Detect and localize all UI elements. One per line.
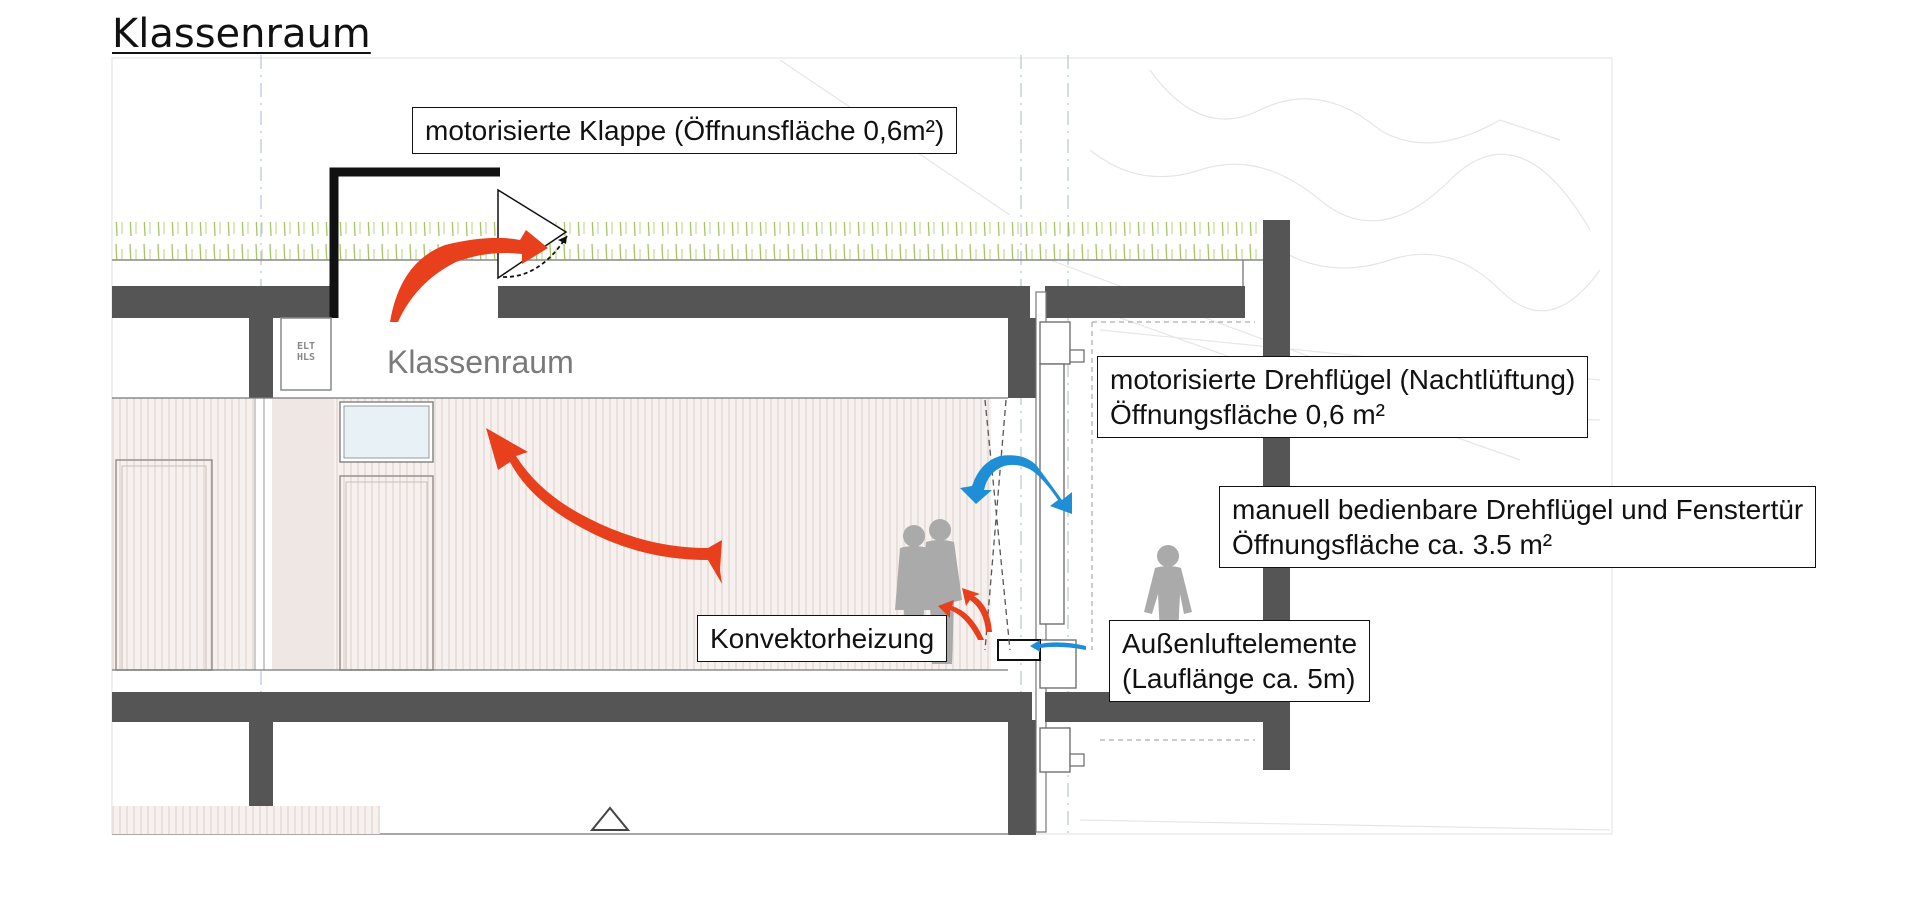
- tech-room-label-elt: ELT: [296, 341, 316, 352]
- room-label: Klassenraum: [387, 344, 574, 380]
- callout-outside-air-elements: Außenluftelemente (Lauflänge ca. 5m): [1109, 620, 1371, 702]
- lower-panels: [112, 806, 380, 834]
- page-title: Klassenraum: [112, 11, 371, 57]
- callout-manual-casement: manuell bedienbare Drehflügel und Fenste…: [1219, 486, 1817, 568]
- callout-convector-heater-text: Konvektorheizung: [710, 623, 935, 654]
- triangle-marker: [589, 806, 631, 831]
- columns: [249, 318, 1036, 835]
- callout-outside-air-line1: Außenluftelemente: [1122, 628, 1358, 659]
- callout-outside-air-line2: (Lauflänge ca. 5m): [1122, 663, 1356, 694]
- tech-room-label-hls: HLS: [296, 351, 316, 363]
- callout-motorized-flap: motorisierte Klappe (Öffnunsfläche 0,6m²…: [412, 107, 958, 154]
- facade: [984, 291, 1255, 833]
- warm-air-arrow: [390, 230, 992, 640]
- callout-motorized-casement: motorisierte Drehflügel (Nachtlüftung) Ö…: [1097, 356, 1589, 438]
- floor-slab: [112, 692, 1263, 722]
- tech-room-label: ELT HLS: [288, 341, 324, 363]
- callout-manual-casement-line2: Öffnungsfläche ca. 3.5 m²: [1232, 529, 1553, 560]
- callout-motorized-flap-text: motorisierte Klappe (Öffnunsfläche 0,6m²…: [425, 115, 945, 146]
- callout-motorized-casement-line1: motorisierte Drehflügel (Nachtlüftung): [1110, 364, 1576, 395]
- cool-air-arrow: [960, 455, 1086, 652]
- tech-room-box: [280, 317, 332, 391]
- callout-convector-heater: Konvektorheizung: [697, 615, 948, 662]
- roof-slab: [112, 286, 1245, 318]
- callout-manual-casement-line1: manuell bedienbare Drehflügel und Fenste…: [1232, 494, 1804, 525]
- callout-motorized-casement-line2: Öffnungsfläche 0,6 m²: [1110, 399, 1385, 430]
